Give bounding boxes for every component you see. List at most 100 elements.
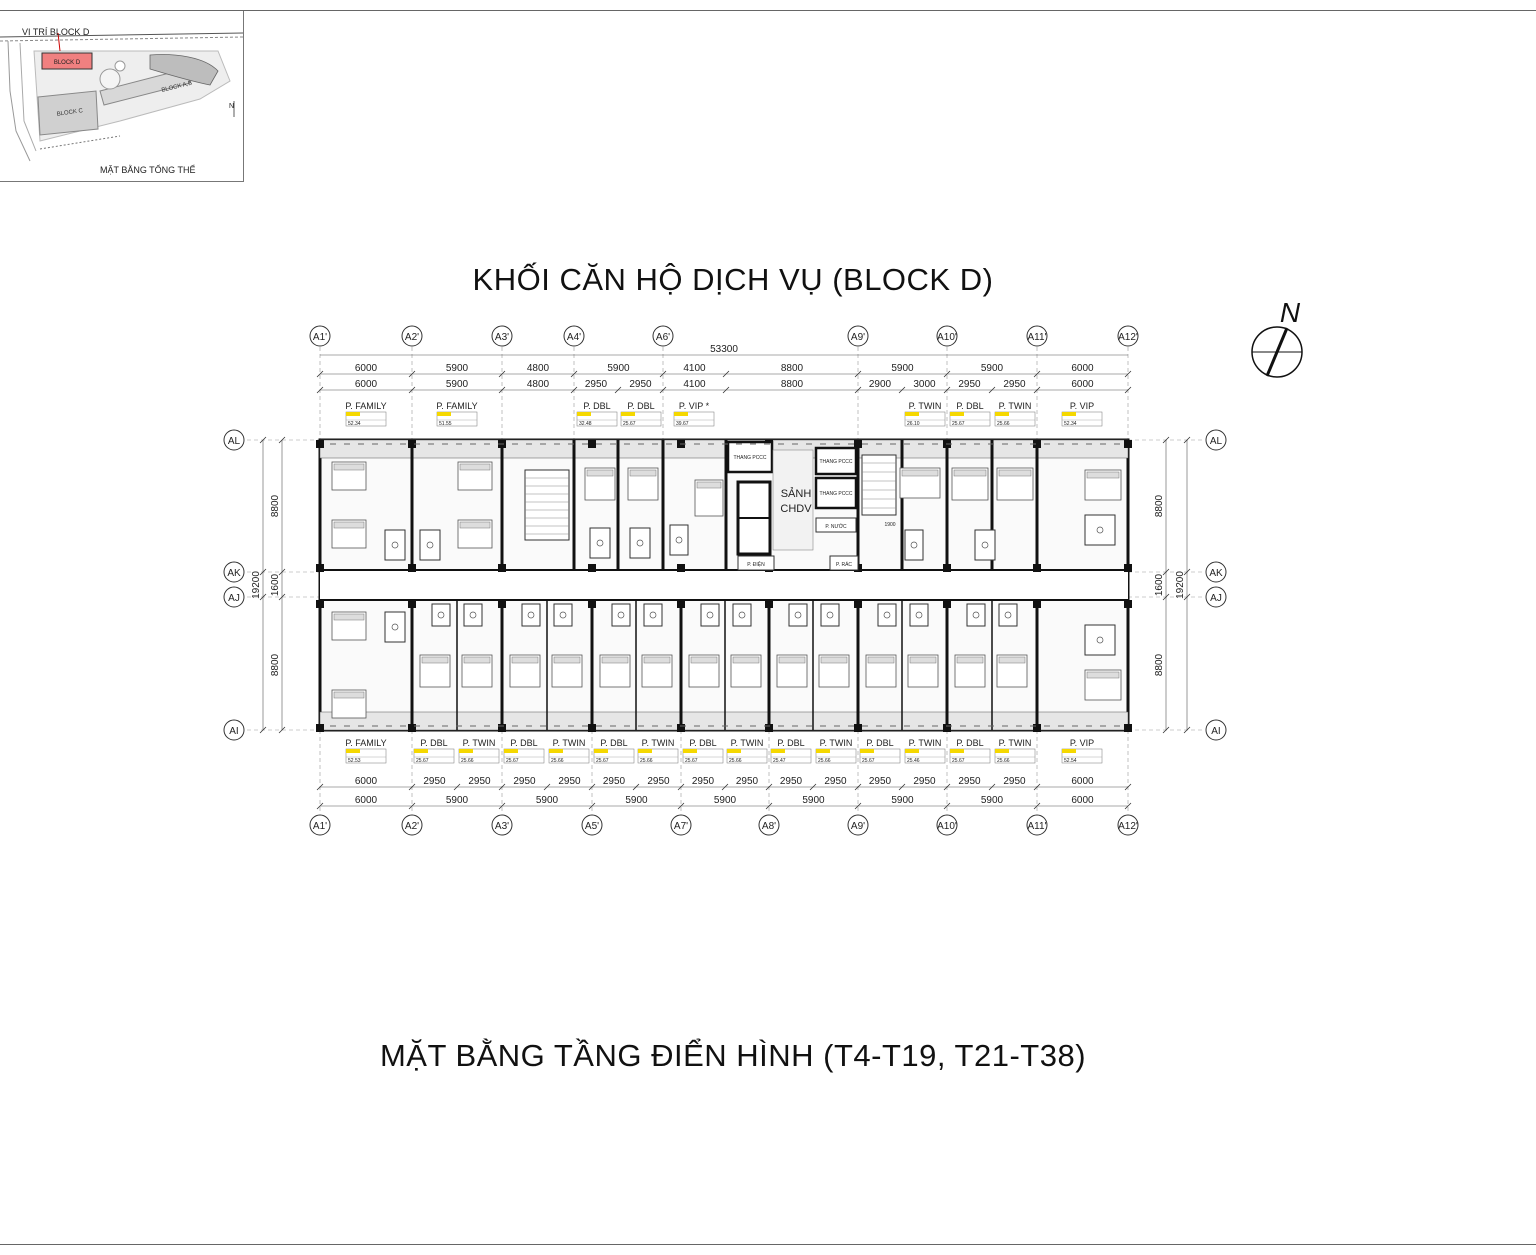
balcony-strip-bottom <box>319 711 1129 731</box>
info-card-accent <box>1062 412 1076 416</box>
pillow <box>511 656 539 664</box>
lift-shaft <box>814 476 858 510</box>
site-location-label: VỊ TRÍ BLOCK D <box>22 27 90 37</box>
structural-column <box>943 564 951 572</box>
grid-label-top: A1' <box>313 332 327 343</box>
grid-bubble-bottom <box>936 814 958 836</box>
room-label-bottom: P. DBL <box>956 738 983 748</box>
structural-column <box>316 600 324 608</box>
grid-label-bottom: A5' <box>585 821 599 832</box>
room-info-card-top: 52.34 <box>345 411 387 427</box>
pillow <box>421 656 449 664</box>
dim-bottom-1-label: 2950 <box>558 776 581 787</box>
grid-bubble-side <box>223 429 245 451</box>
room-area-bottom: 25.67 <box>862 758 875 764</box>
dim-top-1-tick <box>659 370 667 378</box>
toilet <box>1096 526 1104 534</box>
grid-bubble-top <box>847 325 869 347</box>
structural-column <box>765 600 773 608</box>
grid-label-bottom: A1' <box>313 821 327 832</box>
corridor <box>320 570 1128 600</box>
dim-bottom-2-tick <box>677 802 685 810</box>
dim-top-2-tick <box>1124 386 1132 394</box>
grid-label-top: A6' <box>656 332 670 343</box>
info-card-accent <box>1062 749 1076 753</box>
room-area-bottom: 25.67 <box>416 758 429 764</box>
side-dim-right-tick <box>1162 568 1170 576</box>
room-label-bottom: P. FAMILY <box>345 738 386 748</box>
room-info-card-bottom: 25.66 <box>548 748 590 764</box>
dim-bottom-2-tick <box>854 802 862 810</box>
dim-top-2-tick <box>988 386 996 394</box>
grid-bubble-top <box>936 325 958 347</box>
grid-label-top: A9' <box>851 332 865 343</box>
pillow <box>901 469 939 477</box>
structural-column <box>316 440 324 448</box>
dim-bottom-1-tick <box>453 783 461 791</box>
dim-bottom-1-label: 2950 <box>824 776 847 787</box>
lobby-area <box>772 449 814 551</box>
room-label-bottom: P. TWIN <box>463 738 496 748</box>
room-area-top: 51.55 <box>439 421 452 427</box>
room-area-bottom: 25.67 <box>596 758 609 764</box>
dim-bottom-2-tick <box>498 802 506 810</box>
grid-label-side: AJ <box>1210 593 1222 604</box>
toilet <box>596 539 604 547</box>
pillow <box>463 656 491 664</box>
dim-top-2-tick <box>898 386 906 394</box>
structural-column <box>854 440 862 448</box>
structural-column <box>943 724 951 732</box>
side-dim-left-inner-tick <box>278 593 286 601</box>
toilet <box>738 611 746 619</box>
grid-label-bottom: A12' <box>1118 821 1138 832</box>
room-label-bottom: P. DBL <box>777 738 804 748</box>
room-area-bottom: 25.66 <box>461 758 474 764</box>
block-d-marker <box>41 52 93 70</box>
room-label-bottom: P. DBL <box>420 738 447 748</box>
structural-column <box>588 440 596 448</box>
dim-bottom-2-tick <box>1033 802 1041 810</box>
grid-label-bottom: A2' <box>405 821 419 832</box>
pillow <box>333 691 365 699</box>
grid-bubble-bottom <box>1117 814 1139 836</box>
toilet <box>559 611 567 619</box>
dim-bottom-1-label: 2950 <box>468 776 491 787</box>
grid-label-side: AK <box>1209 568 1223 579</box>
toilet <box>1004 611 1012 619</box>
grid-bubble-bottom <box>491 814 513 836</box>
dim-bottom-1-label: 2950 <box>736 776 759 787</box>
lift-label: THANG PCCC <box>819 459 852 465</box>
dim-bottom-1-label: 2950 <box>647 776 670 787</box>
dim-bottom-2-tick <box>1124 802 1132 810</box>
dim-top-2-tick <box>659 386 667 394</box>
dim-top-1-label: 4800 <box>527 363 550 374</box>
info-card-accent <box>346 749 360 753</box>
dim-top-1-label: 4100 <box>683 363 706 374</box>
dim-top-2-label: 2950 <box>585 379 608 390</box>
dim-bottom-1-label: 2950 <box>958 776 981 787</box>
pillow <box>696 481 722 489</box>
toilet <box>1096 636 1104 644</box>
grid-label-side: AJ <box>228 593 240 604</box>
dim-bottom-1-tick <box>632 783 640 791</box>
room-area-top: 32.48 <box>579 421 592 427</box>
room-info-card-bottom: 25.47 <box>770 748 812 764</box>
toilet <box>972 611 980 619</box>
dim-top-1-tick <box>498 370 506 378</box>
dim-top-1-tick <box>570 370 578 378</box>
dim-bottom-1-tick <box>1033 783 1041 791</box>
dim-top-1-label: 5900 <box>981 363 1004 374</box>
structural-column <box>588 600 596 608</box>
grid-label-bottom: A11' <box>1028 821 1047 832</box>
dim-top-1-tick <box>854 370 862 378</box>
side-dim-left-tick <box>259 593 267 601</box>
dim-bottom-2-label: 6000 <box>1071 795 1094 806</box>
toilet <box>426 541 434 549</box>
side-dim-corridor: 1600 <box>270 573 281 596</box>
dim-top-1-tick <box>316 370 324 378</box>
room-label-bottom: P. TWIN <box>553 738 586 748</box>
dim-bottom-1-label: 2950 <box>869 776 892 787</box>
info-card-accent <box>905 749 919 753</box>
side-dim-left-inner-tick <box>278 726 286 734</box>
